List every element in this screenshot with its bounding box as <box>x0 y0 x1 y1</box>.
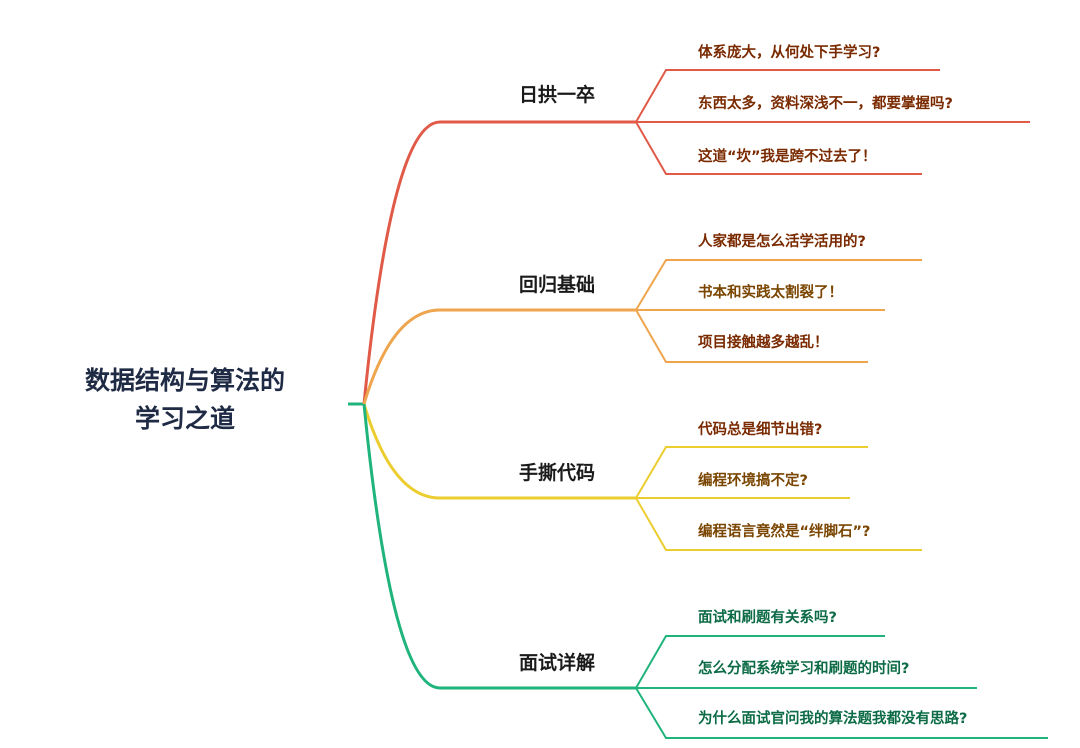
branch-label-4: 面试详解 <box>518 652 595 674</box>
leaf-4-2: 怎么分配系统学习和刷题的时间? <box>698 661 910 677</box>
leaf-1-3: 这道“坎”我是跨不过去了！ <box>698 149 877 165</box>
leaf-1-2: 东西太多，资料深浅不一，都要掌握吗? <box>698 96 953 112</box>
leaf-4-1-line <box>635 635 885 689</box>
leaf-2-1: 人家都是怎么活学活用的? <box>698 234 866 250</box>
leaf-4-3: 为什么面试官问我的算法题我都没有思路? <box>698 711 968 727</box>
root-title-line-1: 数据结构与算法的 <box>84 366 285 395</box>
leaf-2-3-line <box>635 309 868 363</box>
branch-2-trunk-line <box>362 308 441 405</box>
leaf-3-2: 编程环境搞不定? <box>698 473 808 489</box>
leaf-2-3: 项目接触越多越乱！ <box>698 335 829 351</box>
branch-label-1: 日拱一卒 <box>518 84 595 106</box>
leaf-1-1-line <box>635 69 940 123</box>
leaf-3-1: 代码总是细节出错? <box>698 422 823 438</box>
branch-3-trunk-line <box>362 403 441 500</box>
branch-label-2: 回归基础 <box>518 274 595 296</box>
leaf-4-1: 面试和刷题有关系吗? <box>698 610 837 626</box>
branch-4-trunk-line <box>362 403 441 690</box>
leaf-3-3: 编程语言竟然是“绊脚石”? <box>698 524 871 540</box>
root-title-line-2: 学习之道 <box>134 404 235 433</box>
leaf-2-1-line <box>635 259 922 311</box>
leaf-2-2: 书本和实践太割裂了！ <box>698 285 843 301</box>
leaf-1-1: 体系庞大，从何处下手学习? <box>698 45 881 61</box>
leaf-4-3-line <box>635 687 1048 739</box>
leaf-3-3-line <box>635 497 922 551</box>
leaf-3-1-line <box>635 446 868 499</box>
leaf-1-3-line <box>635 121 922 175</box>
root-topic: 数据结构与算法的 学习之道 <box>40 362 330 438</box>
branch-1-trunk-line <box>362 120 441 405</box>
branch-label-3: 手撕代码 <box>518 462 595 484</box>
